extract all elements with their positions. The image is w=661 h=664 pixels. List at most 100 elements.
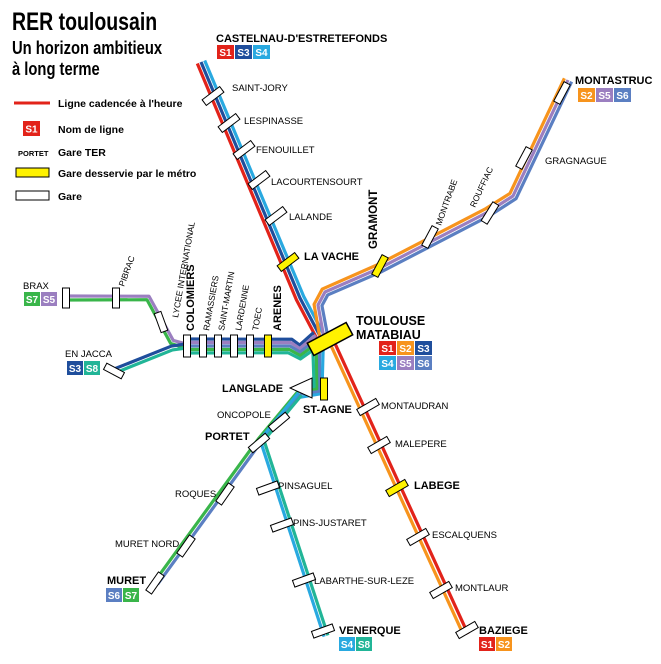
station-malepere[interactable]	[367, 435, 391, 455]
station-lacourtensourt[interactable]	[247, 169, 271, 191]
terminal-baziege-name: BAZIEGE	[479, 625, 528, 637]
label-langlade: LANGLADE	[222, 383, 283, 395]
badge-matabiau-4	[379, 356, 396, 370]
terminal-matabiau-line1: TOULOUSE	[356, 314, 425, 328]
label-montrabe: MONTRABE	[433, 178, 459, 227]
terminal-castelnau-badges: S1 S3 S4	[217, 45, 270, 59]
terminal-matabiau-line2: MATABIAU	[356, 328, 421, 342]
terminal-matabiau-badges: S1 S2 S3 S4 S5 S6	[379, 341, 432, 370]
badge-matabiau-4-text: S4	[381, 359, 394, 370]
badge-matabiau-6	[415, 356, 432, 370]
label-labege: LABEGE	[414, 480, 460, 492]
terminal-muret-badges: S6 S7	[106, 588, 139, 602]
station-roques[interactable]	[215, 482, 235, 506]
label-arenes: ARENES	[272, 285, 284, 331]
label-roques: ROQUES	[175, 489, 216, 500]
station-muret[interactable]	[145, 571, 165, 595]
line-colomiers-s3	[185, 331, 315, 347]
station-ramassiers[interactable]	[199, 334, 207, 358]
badge-matabiau-1-text: S1	[381, 344, 394, 355]
station-pibrac[interactable]	[112, 287, 120, 309]
label-fenouillet: FENOUILLET	[256, 145, 315, 156]
badge-matabiau-2	[397, 341, 414, 355]
legend-metro-swatch	[15, 167, 50, 178]
terminal-brax-name: BRAX	[23, 281, 50, 292]
terminal-enjacca-badges: S3 S8	[67, 361, 100, 375]
station-toec[interactable]	[246, 334, 254, 358]
badge-montastruc-1	[578, 88, 595, 102]
line-venerque-s4	[258, 391, 326, 638]
station-montastruc[interactable]	[553, 80, 571, 106]
badge-matabiau-3	[415, 341, 432, 355]
station-baziege[interactable]	[455, 620, 479, 640]
legend-station-swatch	[15, 190, 50, 201]
label-escalquens: ESCALQUENS	[432, 530, 497, 541]
badge-muret-1-text: S6	[108, 591, 121, 602]
label-saint-jory: SAINT-JORY	[232, 83, 288, 94]
label-colomiers: COLOMIERS	[185, 264, 197, 331]
terminal-montastruc-badges: S2 S5 S6	[578, 88, 631, 102]
badge-brax-1	[24, 292, 40, 306]
map-title: RER toulousain	[12, 8, 158, 36]
badge-baziege-1	[479, 637, 495, 651]
station-montaudran[interactable]	[356, 397, 380, 417]
label-portet: PORTET	[205, 431, 250, 443]
station-escalquens[interactable]	[406, 527, 430, 547]
badge-enjacca-1	[67, 361, 83, 375]
badge-venerque-2	[356, 637, 372, 651]
legend-ter-label: Gare TER	[58, 147, 106, 159]
station-la-vache[interactable]	[276, 251, 300, 273]
line-north-s1	[195, 62, 318, 339]
station-pinsaguel[interactable]	[255, 480, 281, 496]
badge-matabiau-3-text: S3	[417, 344, 430, 355]
station-saint-martin[interactable]	[214, 334, 222, 358]
line-enjacca-s3	[110, 342, 186, 372]
station-labarthe[interactable]	[291, 572, 317, 588]
legend-badge-swatch	[23, 121, 40, 136]
station-rouffiac[interactable]	[480, 201, 500, 225]
terminals: CASTELNAU-D'ESTRETEFONDS S1 S3 S4 MONTAS…	[23, 33, 652, 651]
station-gramont[interactable]	[371, 253, 389, 279]
badge-montastruc-2	[596, 88, 613, 102]
terminal-venerque-name: VENERQUE	[339, 625, 401, 637]
line-enjacca-s8	[112, 346, 187, 376]
badge-matabiau-5-text: S5	[399, 359, 412, 370]
station-venerque[interactable]	[310, 623, 336, 639]
terminal-castelnau-name: CASTELNAU-D'ESTRETEFONDS	[216, 33, 387, 45]
badge-castelnau-2-text: S3	[237, 48, 250, 59]
legend: Ligne cadencée à l'heure S1 Nom de ligne…	[14, 98, 196, 203]
station-lespinasse[interactable]	[217, 112, 241, 134]
station-lalande[interactable]	[264, 205, 288, 227]
station-lycee-international[interactable]	[153, 310, 169, 334]
station-labege[interactable]	[385, 478, 409, 498]
terminal-brax-badges: S7 S5	[24, 292, 57, 306]
station-markers	[62, 80, 571, 640]
station-en-jacca[interactable]	[102, 362, 126, 380]
station-saint-jory[interactable]	[201, 85, 225, 107]
badge-muret-2-text: S7	[125, 591, 138, 602]
station-pins-justaret[interactable]	[269, 517, 295, 533]
station-fenouillet[interactable]	[232, 139, 256, 161]
label-muret-nord: MURET NORD	[115, 539, 179, 550]
station-muret-nord[interactable]	[176, 534, 196, 558]
station-matabiau[interactable]	[306, 321, 354, 357]
station-st-agne[interactable]	[320, 377, 328, 401]
badge-enjacca-1-text: S3	[69, 364, 82, 375]
station-montlaur[interactable]	[429, 580, 453, 600]
station-oncopole[interactable]	[267, 411, 291, 433]
station-portet[interactable]	[247, 432, 271, 454]
map-subtitle: Un horizon ambitieux à long terme	[12, 38, 162, 80]
station-montrabe[interactable]	[421, 224, 439, 250]
station-lardenne[interactable]	[230, 334, 238, 358]
station-gragnague[interactable]	[515, 145, 533, 171]
badge-venerque-2-text: S8	[358, 640, 371, 651]
label-rouffiac: ROUFFIAC	[468, 165, 495, 209]
station-brax[interactable]	[62, 287, 70, 309]
label-lacourtensourt: LACOURTENSOURT	[271, 177, 363, 188]
terminal-venerque-badges: S4 S8	[339, 637, 372, 651]
label-pinsaguel: PINSAGUEL	[278, 481, 332, 492]
station-langlade-arrow[interactable]	[288, 377, 313, 399]
station-arenes[interactable]	[264, 334, 272, 358]
station-colomiers[interactable]	[183, 334, 191, 358]
badge-enjacca-2-text: S8	[86, 364, 99, 375]
